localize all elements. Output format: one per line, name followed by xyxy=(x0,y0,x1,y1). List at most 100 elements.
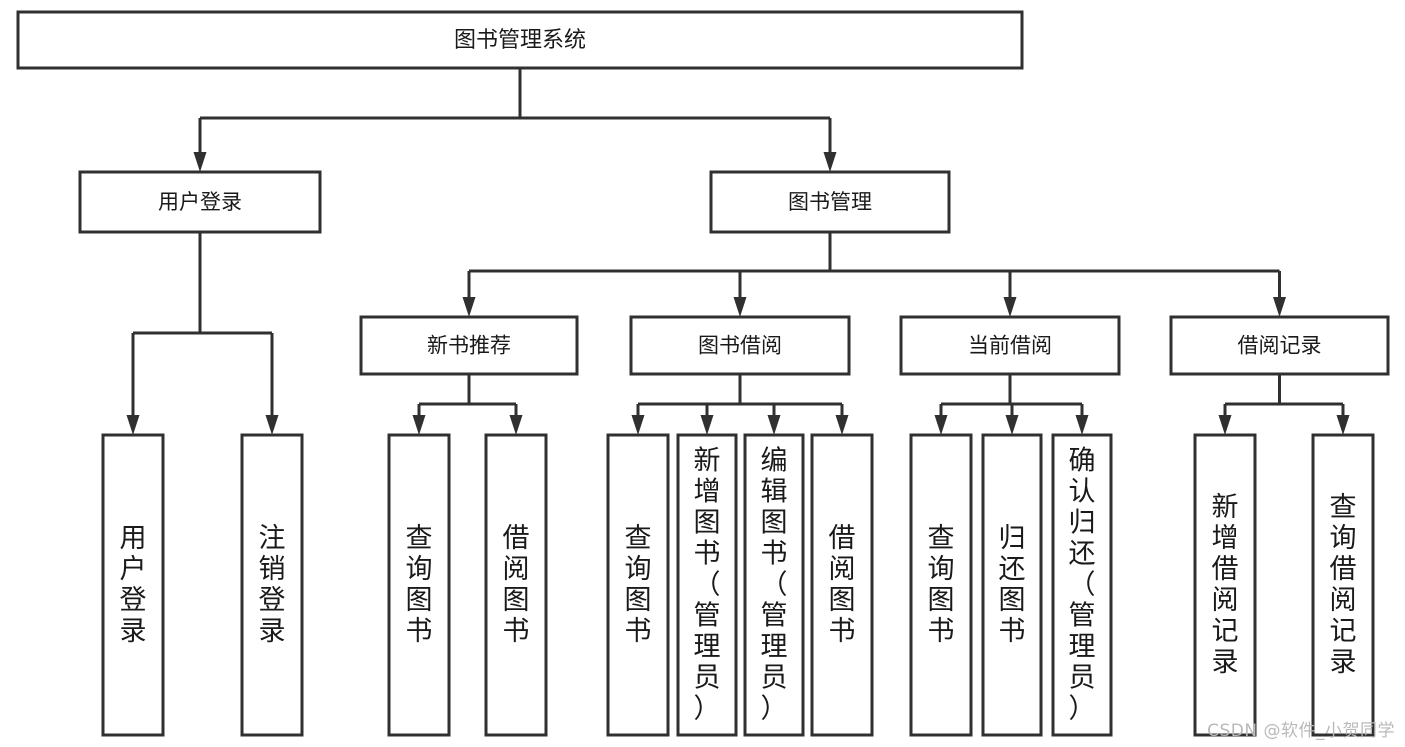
node-leaf-query-book-bb[interactable]: 查询图书查询图书 xyxy=(606,433,670,737)
edges-layer xyxy=(126,68,1350,435)
node-label-char: 归 xyxy=(999,523,1026,554)
node-label-char: 辑 xyxy=(761,477,788,508)
node-box-book-borrow[interactable] xyxy=(629,315,851,376)
node-leaf-borrow-book-bb[interactable]: 借阅图书借阅图书 xyxy=(810,433,874,737)
node-box-leaf-query-book-cb[interactable] xyxy=(909,433,973,737)
node-box-leaf-add-record[interactable] xyxy=(1193,433,1257,737)
node-label-char: 图 xyxy=(503,585,530,616)
node-label-char: 理 xyxy=(1069,632,1096,663)
node-label-char: 录 xyxy=(1330,647,1357,678)
connector-edge-br-split xyxy=(1218,374,1350,435)
node-box-leaf-query-record[interactable] xyxy=(1311,433,1375,737)
node-label-char: 书 xyxy=(406,616,433,647)
node-current-borrow[interactable]: 当前借阅 xyxy=(899,315,1121,376)
node-label-char: 书 xyxy=(694,539,721,570)
node-book-borrow[interactable]: 图书借阅 xyxy=(629,315,851,376)
node-label-char: ） xyxy=(694,694,721,725)
node-box-user-login[interactable] xyxy=(78,170,322,234)
node-box-current-borrow[interactable] xyxy=(899,315,1121,376)
node-label-char: 新 xyxy=(694,446,721,477)
node-label-char: 录 xyxy=(259,616,286,647)
node-leaf-query-book-nbr[interactable]: 查询图书查询图书 xyxy=(387,433,451,737)
node-box-leaf-borrow-book-bb[interactable] xyxy=(810,433,874,737)
node-box-book-management[interactable] xyxy=(709,170,951,234)
node-box-leaf-borrow-book-nbr[interactable] xyxy=(484,433,548,737)
node-leaf-logout[interactable]: 注销登录注销登录 xyxy=(240,433,304,737)
node-label-char: 书 xyxy=(625,616,652,647)
node-label-borrow-records: 借阅记录 xyxy=(1238,334,1322,358)
node-label-book-borrow: 图书借阅 xyxy=(698,334,782,358)
node-label-char: （ xyxy=(694,570,721,601)
node-label-char: 询 xyxy=(928,554,955,585)
node-leaf-add-record[interactable]: 新增借阅记录新增借阅记录 xyxy=(1193,433,1257,737)
node-leaf-query-book-cb[interactable]: 查询图书查询图书 xyxy=(909,433,973,737)
connector-edge-bb-split xyxy=(631,374,849,435)
node-label-char: 图 xyxy=(694,508,721,539)
node-box-leaf-return-book[interactable] xyxy=(981,433,1043,737)
node-label-char: 记 xyxy=(1212,616,1239,647)
node-box-leaf-query-book-nbr[interactable] xyxy=(387,433,451,737)
node-label-char: （ xyxy=(761,570,788,601)
node-label-new-book-recommend: 新书推荐 xyxy=(427,334,511,358)
node-label-char: 用 xyxy=(120,523,147,554)
node-label-char: 查 xyxy=(625,523,652,554)
node-label-char: 借 xyxy=(829,523,856,554)
node-label-char: 书 xyxy=(829,616,856,647)
node-leaf-borrow-book-nbr[interactable]: 借阅图书借阅图书 xyxy=(484,433,548,737)
csdn-watermark: CSDN @软件_小贺同学 xyxy=(1207,721,1395,741)
node-label-root: 图书管理系统 xyxy=(454,28,586,53)
node-label-user-login: 用户登录 xyxy=(158,190,242,214)
node-label-char: 图 xyxy=(928,585,955,616)
node-box-leaf-confirm-return[interactable] xyxy=(1051,433,1113,737)
node-label-char: 图 xyxy=(761,508,788,539)
node-label-char: 归 xyxy=(1069,508,1096,539)
nodes-layer: 图书管理系统用户登录图书管理新书推荐图书借阅当前借阅借阅记录用户登录用户登录注销… xyxy=(16,10,1390,737)
node-label-char: 编 xyxy=(761,446,788,477)
node-box-leaf-user-login[interactable] xyxy=(101,433,165,737)
node-label-book-management: 图书管理 xyxy=(788,190,872,214)
node-user-login[interactable]: 用户登录 xyxy=(78,170,322,234)
node-root[interactable]: 图书管理系统 xyxy=(16,10,1024,70)
node-label-char: 图 xyxy=(999,585,1026,616)
node-label-char: 记 xyxy=(1330,616,1357,647)
node-leaf-return-book[interactable]: 归还图书归还图书 xyxy=(981,433,1043,737)
node-label-char: 询 xyxy=(406,554,433,585)
node-label-char: 图 xyxy=(625,585,652,616)
node-label-char: 管 xyxy=(1069,601,1096,632)
node-box-leaf-query-book-bb[interactable] xyxy=(606,433,670,737)
node-label-char: ） xyxy=(761,694,788,725)
node-box-new-book-recommend[interactable] xyxy=(359,315,579,376)
connector-edge-cb-split xyxy=(934,374,1089,435)
node-label-char: 理 xyxy=(761,632,788,663)
node-book-management[interactable]: 图书管理 xyxy=(709,170,951,234)
node-label-char: 阅 xyxy=(829,554,856,585)
node-leaf-query-record[interactable]: 查询借阅记录查询借阅记录 xyxy=(1311,433,1375,737)
node-label-char: 查 xyxy=(406,523,433,554)
node-label-char: ） xyxy=(1069,694,1096,725)
node-box-leaf-add-book[interactable] xyxy=(676,433,738,737)
node-label-char: 注 xyxy=(259,523,286,554)
connector-edge-nbr-split xyxy=(412,374,523,435)
node-new-book-recommend[interactable]: 新书推荐 xyxy=(359,315,579,376)
node-box-leaf-edit-book[interactable] xyxy=(743,433,805,737)
node-label-char: 员 xyxy=(694,663,721,694)
node-box-root[interactable] xyxy=(16,10,1024,70)
node-label-char: 图 xyxy=(406,585,433,616)
node-label-char: 询 xyxy=(1330,523,1357,554)
node-leaf-user-login[interactable]: 用户登录用户登录 xyxy=(101,433,165,737)
node-label-char: 询 xyxy=(625,554,652,585)
node-borrow-records[interactable]: 借阅记录 xyxy=(1169,315,1390,376)
node-box-leaf-logout[interactable] xyxy=(240,433,304,737)
node-label-char: 管 xyxy=(761,601,788,632)
node-label-char: 书 xyxy=(999,616,1026,647)
node-label-char: 增 xyxy=(1212,523,1239,554)
node-label-char: 借 xyxy=(503,523,530,554)
node-label-char: 户 xyxy=(120,554,147,585)
node-label-char: 员 xyxy=(1069,663,1096,694)
node-box-borrow-records[interactable] xyxy=(1169,315,1390,376)
